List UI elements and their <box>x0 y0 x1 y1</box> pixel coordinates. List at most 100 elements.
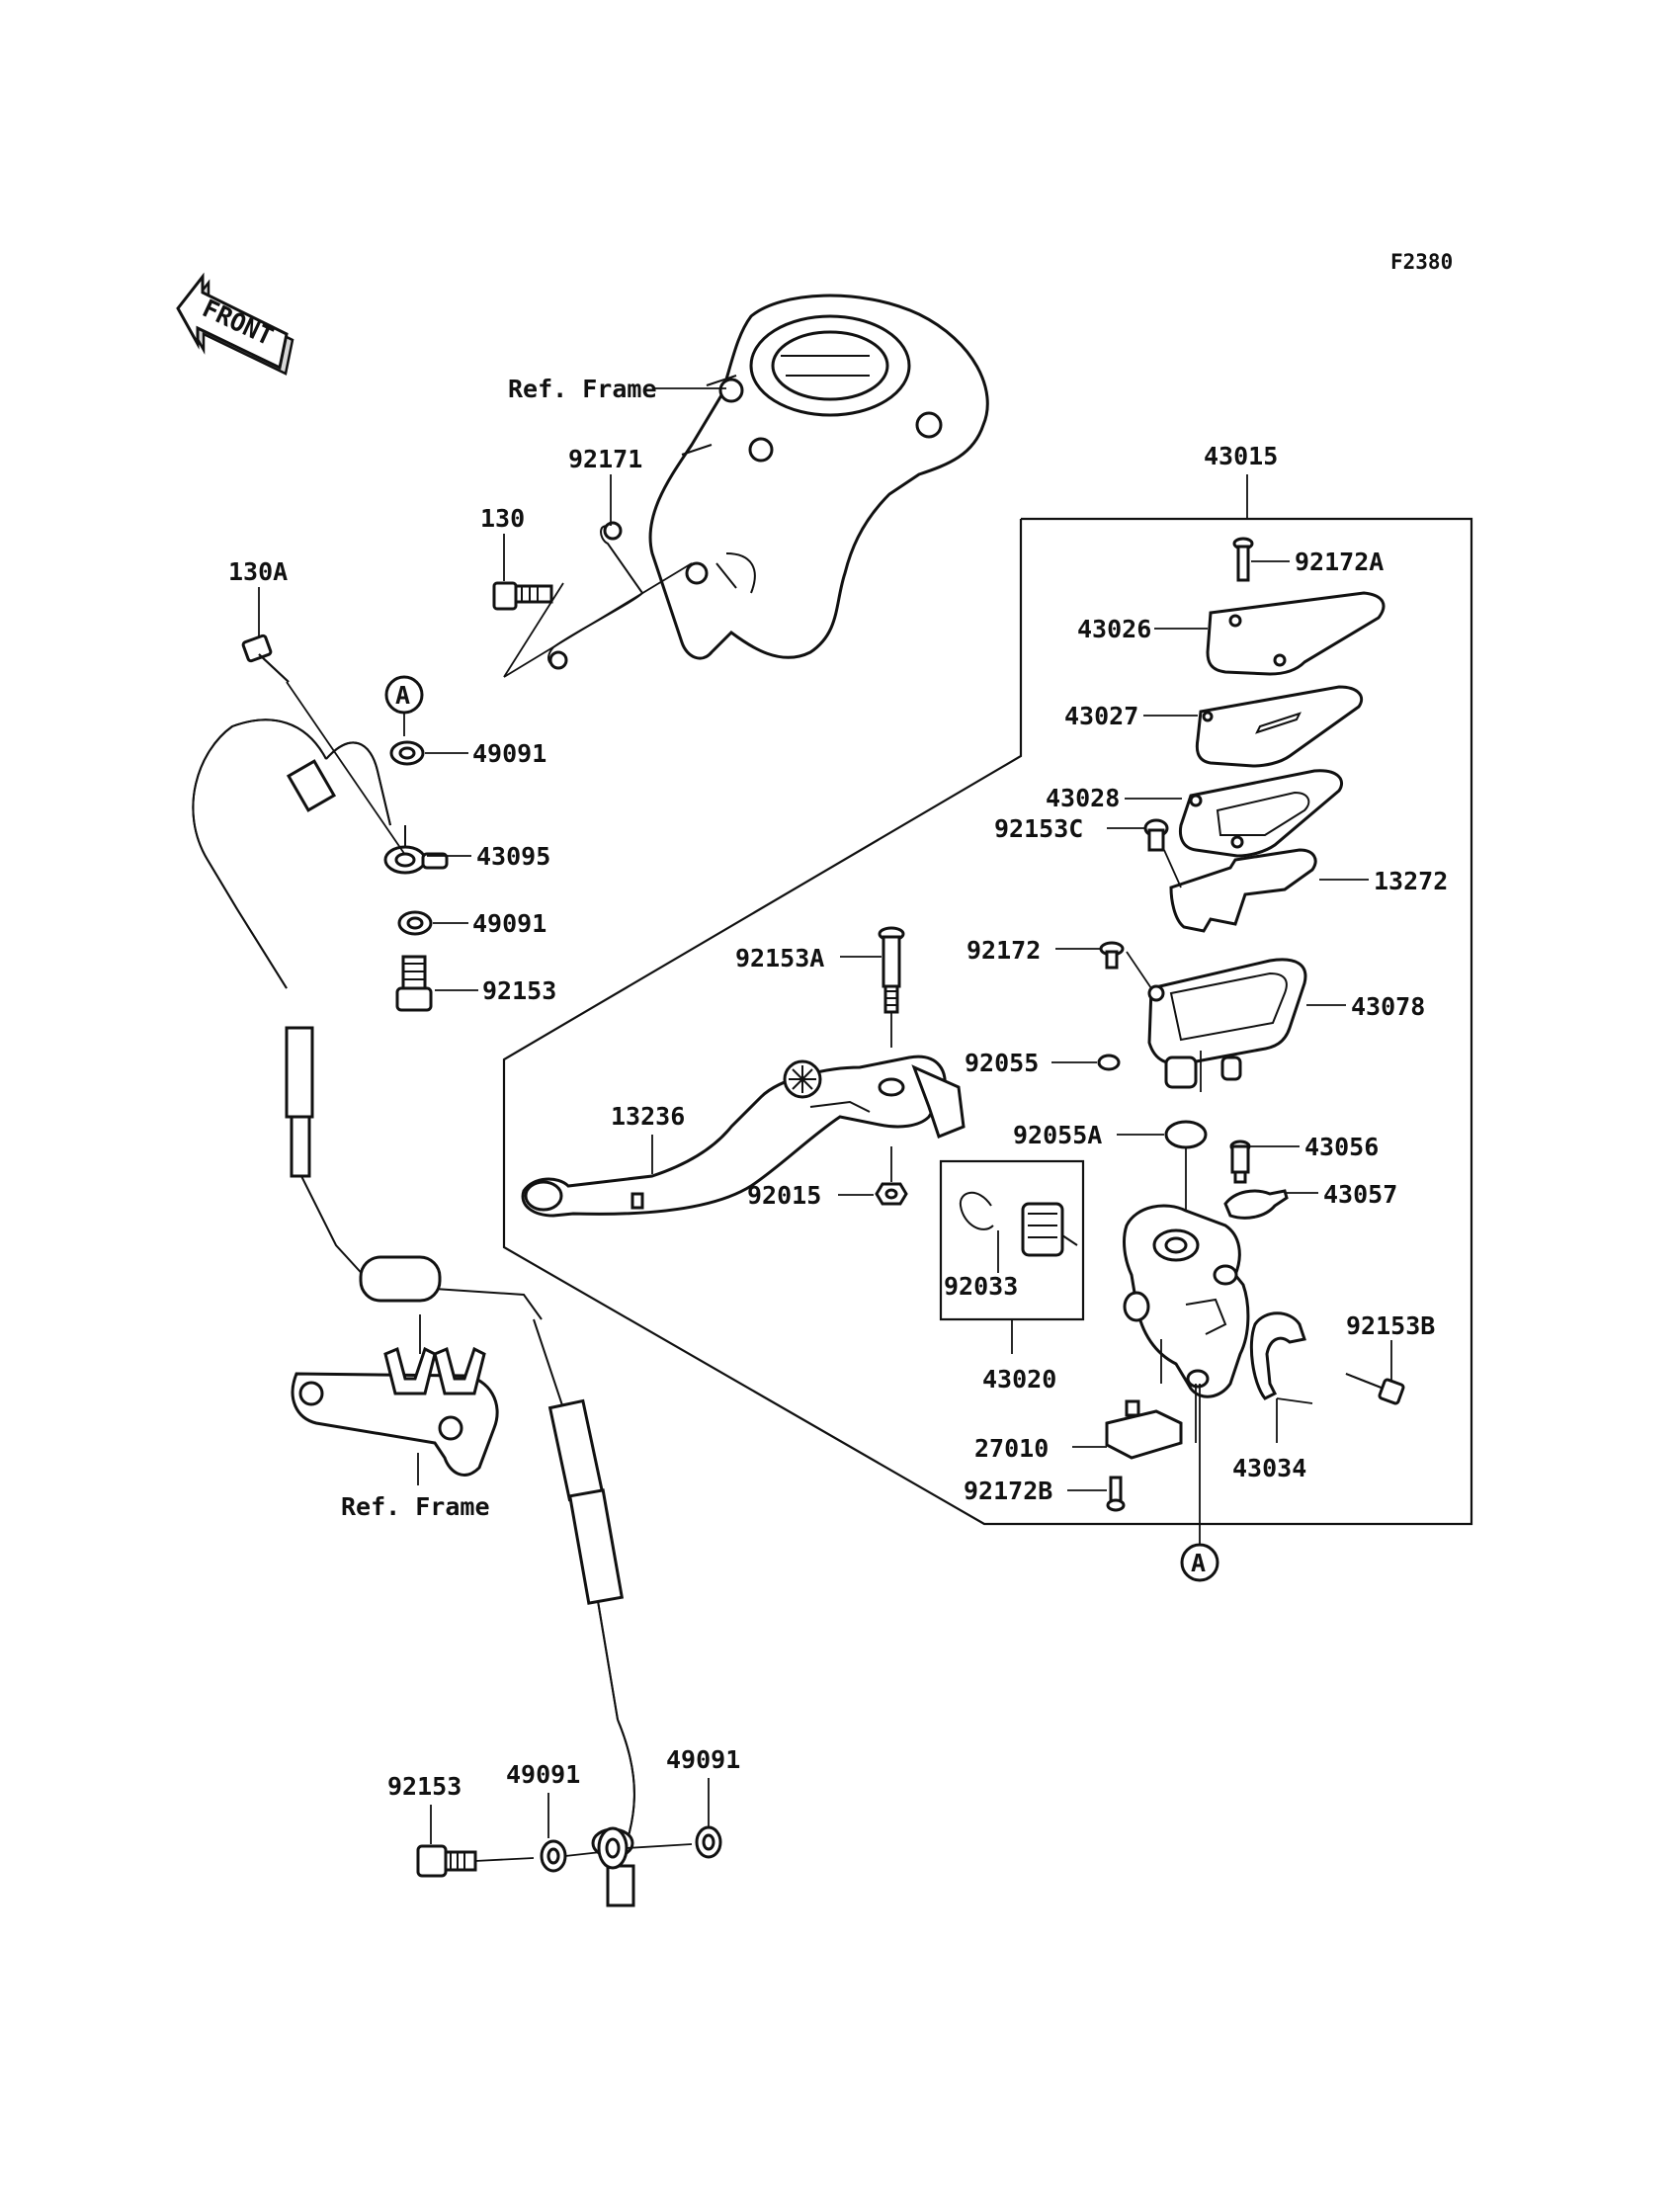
diagram-code: F2380 <box>1390 250 1453 274</box>
svg-text:92153A: 92153A <box>735 944 824 972</box>
callout-a-upper: A <box>384 675 424 736</box>
svg-text:Ref. Frame: Ref. Frame <box>341 1492 490 1521</box>
part-label-43028: 43028 <box>1046 784 1182 812</box>
svg-text:Ref. Frame: Ref. Frame <box>508 375 657 403</box>
part-label-49091-mid: 49091 <box>433 909 546 938</box>
svg-text:43028: 43028 <box>1046 784 1120 812</box>
part-label-49091-lower-right: 49091 <box>666 1745 740 1826</box>
svg-text:92055A: 92055A <box>1013 1121 1102 1149</box>
screw-92172B-icon <box>1067 1476 1126 1512</box>
nut-92015-icon <box>838 1146 908 1206</box>
svg-text:92172: 92172 <box>966 936 1041 965</box>
part-label-43026: 43026 <box>1077 615 1208 643</box>
part-label-43034: 43034 <box>1232 1454 1306 1482</box>
part-label-43078: 43078 <box>1306 992 1425 1021</box>
part-label-92172A: 92172A <box>1295 548 1384 576</box>
part-label-43057: 43057 <box>1323 1180 1397 1209</box>
part-label-92171: 92171 <box>568 445 642 526</box>
washer-49091-lower-right-icon <box>695 1825 722 1859</box>
cap-plate-icon <box>1195 685 1364 768</box>
bleed-cap-icon <box>1223 1189 1318 1220</box>
svg-text:92153: 92153 <box>387 1772 462 1801</box>
part-label-43020: 43020 <box>982 1365 1056 1394</box>
svg-text:43057: 43057 <box>1323 1180 1397 1209</box>
part-label-92172: 92172 <box>966 936 1041 965</box>
part-label-92015: 92015 <box>747 1181 821 1210</box>
piston-kit-box-43020 <box>939 1159 1085 1354</box>
svg-text:92172B: 92172B <box>964 1477 1052 1505</box>
part-label-92055: 92055 <box>965 1049 1039 1077</box>
part-label-27010: 27010 <box>974 1434 1049 1463</box>
svg-text:A: A <box>1191 1549 1206 1577</box>
svg-text:13236: 13236 <box>611 1102 685 1131</box>
part-label-92153-upper: 92153 <box>435 976 556 1005</box>
svg-text:92015: 92015 <box>747 1181 821 1210</box>
washer-49091-mid-icon <box>397 910 433 936</box>
svg-text:43015: 43015 <box>1204 442 1278 470</box>
svg-text:92153: 92153 <box>482 976 556 1005</box>
part-label-92153A: 92153A <box>735 944 824 972</box>
svg-text:43020: 43020 <box>982 1365 1056 1394</box>
svg-text:92171: 92171 <box>568 445 642 473</box>
svg-text:43027: 43027 <box>1064 702 1138 730</box>
screw-92172A-icon <box>1232 537 1290 582</box>
svg-text:92033: 92033 <box>944 1272 1018 1301</box>
svg-text:92055: 92055 <box>965 1049 1039 1077</box>
bolt-130A-icon <box>241 634 406 856</box>
upper-hose-end-icon <box>286 741 449 875</box>
o-ring-92055A-icon <box>1117 1120 1208 1235</box>
part-label-49091-lower-left: 49091 <box>506 1760 580 1838</box>
reservoir-cap-icon <box>1206 591 1386 676</box>
ref-frame-bottom-label: Ref. Frame <box>341 1453 490 1521</box>
svg-text:43078: 43078 <box>1351 992 1425 1021</box>
part-label-130A: 130A <box>228 557 288 637</box>
svg-text:49091: 49091 <box>472 739 546 768</box>
hose-clamp-icon <box>503 521 693 678</box>
part-label-92172B: 92172B <box>964 1477 1052 1505</box>
bolt-130-icon <box>492 581 553 611</box>
svg-text:13272: 13272 <box>1374 867 1448 895</box>
part-label-130: 130 <box>480 504 525 581</box>
svg-text:43026: 43026 <box>1077 615 1151 643</box>
svg-text:49091: 49091 <box>506 1760 580 1789</box>
part-label-43095: 43095 <box>427 842 550 871</box>
frame-head-icon <box>648 294 989 660</box>
clutch-hose-icon <box>192 718 635 1907</box>
hose-bracket-icon <box>291 1314 499 1477</box>
screw-92153C-icon <box>1107 818 1169 852</box>
reservoir-gasket-icon <box>1163 848 1369 933</box>
svg-text:92153B: 92153B <box>1346 1311 1435 1340</box>
part-label-92153C: 92153C <box>994 814 1083 843</box>
part-label-43056: 43056 <box>1304 1133 1379 1161</box>
svg-text:92153C: 92153C <box>994 814 1083 843</box>
banjo-bolt-92153-upper-icon <box>395 955 433 1012</box>
svg-text:A: A <box>395 681 410 710</box>
master-cylinder-body-icon <box>1123 1204 1250 1398</box>
front-arrow-icon: FRONT <box>176 272 294 376</box>
handlebar-clamp-icon <box>1249 1311 1313 1443</box>
lower-banjo-fitting-icon <box>597 1826 693 1870</box>
bleed-valve-icon <box>1229 1140 1300 1184</box>
clutch-lever-icon <box>521 1055 966 1218</box>
screw-92172-icon <box>1055 941 1125 970</box>
diaphragm-icon <box>1178 769 1344 858</box>
svg-text:130: 130 <box>480 504 525 533</box>
ref-frame-top-label: Ref. Frame <box>508 375 726 403</box>
washer-49091-upper-icon <box>389 740 425 766</box>
svg-text:130A: 130A <box>228 557 288 586</box>
part-label-92033: 92033 <box>944 1272 1018 1301</box>
part-label-43027: 43027 <box>1064 702 1198 730</box>
clutch-switch-icon <box>1072 1384 1197 1460</box>
svg-text:43034: 43034 <box>1232 1454 1306 1482</box>
svg-text:27010: 27010 <box>974 1434 1049 1463</box>
assembly-boundary-43015 <box>502 517 1473 1526</box>
reservoir-body-icon <box>1126 951 1307 1092</box>
svg-text:49091: 49091 <box>472 909 546 938</box>
part-label-92153B: 92153B <box>1346 1311 1435 1340</box>
part-label-43015: 43015 <box>1204 442 1278 519</box>
o-ring-92055-icon <box>1051 1054 1121 1071</box>
callout-a-lower: A <box>1180 1384 1219 1582</box>
pivot-bolt-92153A-icon <box>840 926 905 1048</box>
svg-text:43095: 43095 <box>476 842 550 871</box>
